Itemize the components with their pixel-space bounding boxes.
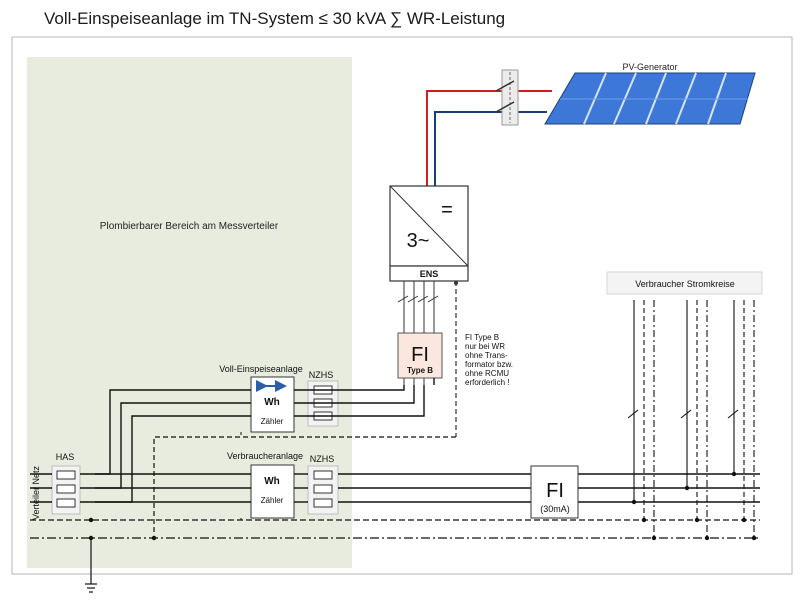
ens-label: ENS — [420, 269, 439, 279]
rcd-type-b-label: Type B — [407, 366, 433, 375]
sealed-area — [27, 57, 352, 568]
feed-meter-label: Zähler — [261, 417, 284, 426]
main-grid-lines — [30, 473, 760, 503]
has-junction-dots — [88, 517, 157, 541]
diagram-frame — [11, 36, 793, 575]
inverter-ac-symbol: 3~ — [407, 230, 430, 252]
dc-negative-cable — [434, 111, 547, 186]
consumer-circuit-drops — [627, 300, 755, 538]
consumer-meter-unit: Wh — [264, 476, 280, 487]
rcd-type-b — [397, 332, 443, 379]
feed-meter-unit: Wh — [264, 397, 280, 408]
consumer-circuits-label: Verbraucher Stromkreise — [635, 279, 735, 289]
page-title: Voll-Einspeiseanlage im TN-System ≤ 30 k… — [44, 9, 506, 28]
pv-generator-label: PV-Generator — [622, 62, 677, 72]
consumer-meter-label: Zähler — [261, 496, 284, 505]
svg-text:formator bzw.: formator bzw. — [465, 360, 513, 369]
consumer-fuse-caption: NZHS — [310, 454, 335, 464]
pv-generator — [544, 72, 756, 125]
svg-text:erforderlich !: erforderlich ! — [465, 378, 509, 387]
svg-text:ohne RCMU: ohne RCMU — [465, 369, 509, 378]
consumer-meter-caption: Verbraucheranlage — [227, 451, 303, 461]
svg-text:ohne Trans-: ohne Trans- — [465, 351, 508, 360]
consumer-fuses — [307, 465, 339, 515]
rcd-type-b-note: FI Type B nur bei WR ohne Trans- formato… — [465, 333, 513, 387]
feed-fuse-caption: NZHS — [309, 370, 334, 380]
consumer-circuits-box — [606, 271, 763, 295]
rcd-consumer-symbol: FI — [546, 480, 564, 502]
feed-pe-line — [153, 436, 456, 535]
svg-text:FI Type B: FI Type B — [465, 333, 499, 342]
has-fuses — [51, 465, 81, 515]
grid-label: Verteiler Netz — [31, 465, 41, 520]
rcd-consumer-rating: (30mA) — [540, 504, 570, 514]
earth-icon — [85, 538, 97, 593]
feed-meter-caption: Voll-Einspeiseanlage — [219, 364, 303, 374]
rcd-consumer — [530, 465, 579, 519]
dc-disconnect-switch — [495, 69, 519, 126]
rcd-type-b-symbol: FI — [411, 344, 429, 366]
inverter — [389, 185, 469, 282]
sealed-area-label: Plombierbarer Bereich am Messverteiler — [100, 221, 279, 232]
consumer-junction-dots — [631, 471, 757, 541]
has-label: HAS — [56, 452, 75, 462]
svg-text:nur bei WR: nur bei WR — [465, 342, 505, 351]
consumer-meter — [250, 464, 295, 519]
inverter-dc-symbol: = — [441, 199, 453, 221]
dc-positive-cable — [426, 90, 552, 186]
